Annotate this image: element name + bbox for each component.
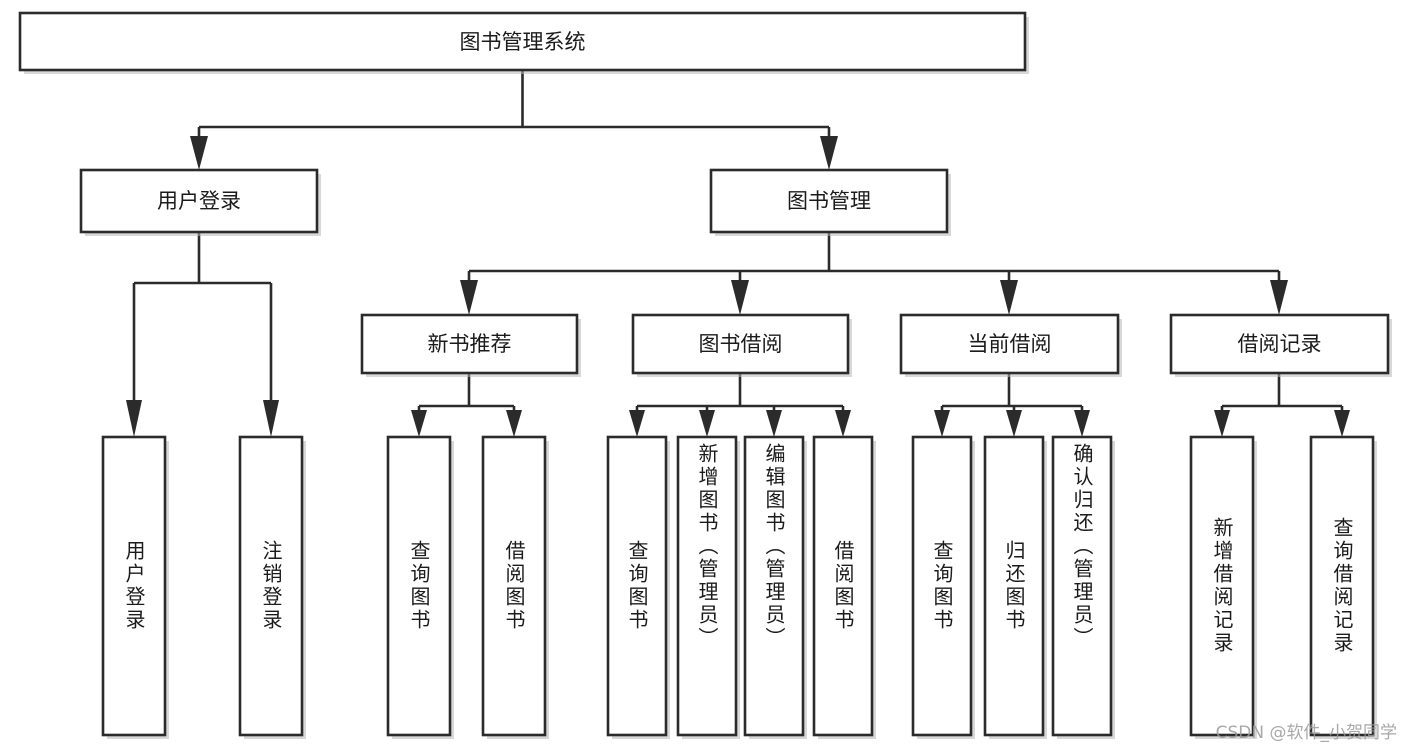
node-label-root: 图书管理系统: [460, 30, 586, 54]
watermark-text: CSDN @软件_小贺同学: [1215, 723, 1397, 743]
node-label-borrow-record: 借阅记录: [1238, 332, 1322, 356]
node-box-user-login[interactable]: [79, 168, 319, 234]
arrow-to-borrow-record: [1270, 280, 1288, 315]
arrow-to-new-book-rec: [460, 280, 478, 315]
arrow-nb-leaf-1: [411, 410, 427, 437]
leaf-box-query-book-cb[interactable]: [911, 435, 973, 737]
node-box-book-manage[interactable]: [709, 168, 949, 234]
connector-layer: [126, 70, 1350, 437]
leaf-box-return-book[interactable]: [983, 435, 1045, 737]
arrow-to-leaf-user-login: [126, 400, 142, 437]
leaf-box-user-login[interactable]: [101, 435, 167, 737]
arrow-to-user-login: [190, 136, 208, 170]
node-label-current-borrow: 当前借阅: [968, 332, 1052, 356]
arrow-br-leaf-1: [1214, 410, 1230, 437]
arrow-cb-leaf-1: [934, 410, 950, 437]
node-layer: 图书管理系统 用户登录 图书管理 新书推荐 图书借阅 当前借阅 借阅记录: [18, 11, 1392, 739]
leaf-box-confirm-return-admin[interactable]: [1051, 435, 1113, 737]
arrow-bb-leaf-3: [766, 410, 782, 437]
arrow-bb-leaf-4: [835, 410, 851, 437]
arrow-br-leaf-2: [1334, 410, 1350, 437]
leaf-box-borrow-book-rec[interactable]: [481, 435, 547, 737]
node-label-book-borrow: 图书借阅: [699, 332, 783, 356]
node-label-new-book-rec: 新书推荐: [428, 332, 512, 356]
node-box-root[interactable]: [18, 11, 1027, 72]
node-label-user-login: 用户登录: [157, 189, 241, 213]
node-box-new-book-rec[interactable]: [360, 313, 579, 375]
arrow-bb-leaf-2: [699, 410, 715, 437]
leaf-box-edit-book-admin[interactable]: [743, 435, 805, 737]
node-box-borrow-record[interactable]: [1169, 313, 1390, 375]
node-box-current-borrow[interactable]: [899, 313, 1120, 375]
arrow-to-current-borrow: [1000, 280, 1018, 315]
arrow-cb-leaf-2: [1006, 410, 1022, 437]
arrow-to-leaf-logout: [263, 400, 279, 437]
arrow-to-book-manage: [820, 136, 838, 170]
node-label-book-manage: 图书管理: [787, 189, 871, 213]
arrow-to-book-borrow: [731, 280, 749, 315]
leaf-box-borrow-book-bb[interactable]: [812, 435, 874, 737]
leaf-box-logout[interactable]: [238, 435, 304, 737]
node-box-book-borrow[interactable]: [631, 313, 850, 375]
leaf-box-add-borrow-record[interactable]: [1189, 435, 1255, 737]
arrow-nb-leaf-2: [506, 410, 522, 437]
leaf-box-query-book-bb[interactable]: [606, 435, 668, 737]
leaf-box-add-book-admin[interactable]: [676, 435, 738, 737]
leaf-box-query-borrow-record[interactable]: [1309, 435, 1375, 737]
leaf-box-query-book-rec[interactable]: [386, 435, 452, 737]
arrow-bb-leaf-1: [629, 410, 645, 437]
arrow-cb-leaf-3: [1074, 410, 1090, 437]
